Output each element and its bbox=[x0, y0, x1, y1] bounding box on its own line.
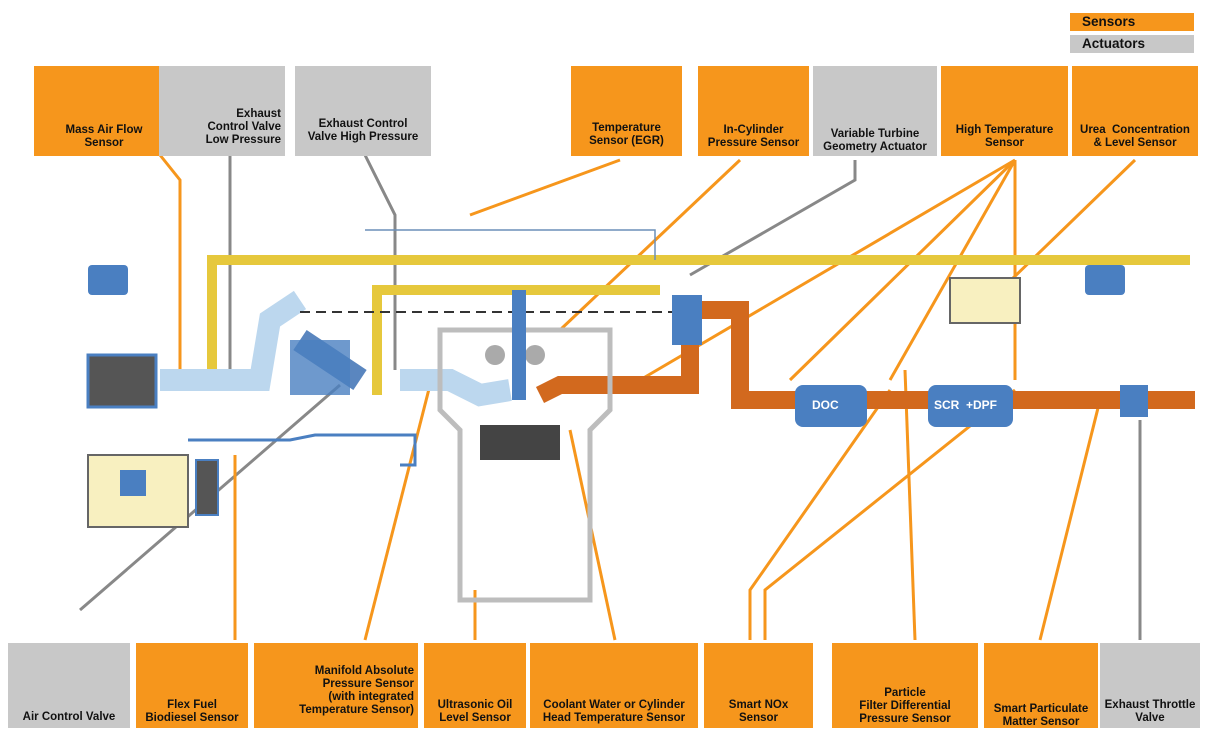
air-control-valve-box: Air Control Valve bbox=[8, 643, 130, 728]
temperature-sensor-egr-box: Temperature Sensor (EGR) bbox=[571, 66, 682, 156]
exhaust-control-valve-low-box: Exhaust Control Valve Low Pressure bbox=[159, 66, 285, 156]
air-control-label: Air Control Valve bbox=[22, 711, 116, 723]
exhaust-throttle-valve-box: Exhaust Throttle Valve bbox=[1100, 643, 1200, 728]
vtg-label: Variable Turbine Geometry Actuator bbox=[823, 128, 927, 153]
engine-block bbox=[437, 327, 613, 603]
dpf-diff-label: Particle Filter Differential Pressure Se… bbox=[859, 687, 951, 725]
exhaust-control-valve-high-box: Exhaust Control Valve High Pressure bbox=[295, 66, 431, 156]
mass-air-flow-sensor-box: Mass Air Flow Sensor bbox=[34, 66, 174, 156]
high-temperature-sensor-box: High Temperature Sensor bbox=[941, 66, 1068, 156]
ecu-icon-left bbox=[88, 265, 128, 295]
smart-nox-sensor-box: Smart NOx Sensor bbox=[704, 643, 813, 728]
exhaust-cv-high-label: Exhaust Control Valve High Pressure bbox=[307, 118, 419, 143]
map-label: Manifold Absolute Pressure Sensor (with … bbox=[299, 665, 414, 716]
doc-label: DOC bbox=[812, 398, 839, 412]
urea-sensor-box: Urea Concentration & Level Sensor bbox=[1072, 66, 1198, 156]
vtg-actuator-box: Variable Turbine Geometry Actuator bbox=[813, 66, 937, 156]
dpf-differential-sensor-box: Particle Filter Differential Pressure Se… bbox=[832, 643, 978, 728]
air-filter-icon bbox=[86, 353, 158, 409]
scr-dpf-label: SCR +DPF bbox=[934, 398, 998, 412]
temp-egr-label: Temperature Sensor (EGR) bbox=[589, 122, 664, 147]
urea-tank-icon bbox=[949, 277, 1021, 324]
legend-actuators: Actuators bbox=[1070, 35, 1194, 53]
oil-label: Ultrasonic Oil Level Sensor bbox=[437, 699, 513, 724]
doc-unit bbox=[795, 385, 867, 427]
legend-sensors: Sensors bbox=[1070, 13, 1194, 31]
flex-fuel-label: Flex Fuel Biodiesel Sensor bbox=[145, 699, 239, 724]
map-sensor-box: Manifold Absolute Pressure Sensor (with … bbox=[254, 643, 418, 728]
in-cylinder-pressure-sensor-box: In-Cylinder Pressure Sensor bbox=[698, 66, 809, 156]
high-temp-label: High Temperature Sensor bbox=[955, 124, 1054, 149]
urea-label: Urea Concentration & Level Sensor bbox=[1080, 124, 1190, 149]
nox-label: Smart NOx Sensor bbox=[728, 699, 789, 724]
ecu-icon-right bbox=[1085, 265, 1125, 295]
pm-label: Smart Particulate Matter Sensor bbox=[993, 703, 1089, 728]
flex-fuel-sensor-box: Flex Fuel Biodiesel Sensor bbox=[136, 643, 248, 728]
in-cylinder-label: In-Cylinder Pressure Sensor bbox=[707, 124, 800, 149]
exhaust-pipes bbox=[535, 301, 1195, 409]
exhaust-throttle-label: Exhaust Throttle Valve bbox=[1104, 699, 1196, 724]
smart-pm-sensor-box: Smart Particulate Matter Sensor bbox=[984, 643, 1098, 728]
scr-dpf-unit bbox=[928, 385, 1013, 427]
coolant-label: Coolant Water or Cylinder Head Temperatu… bbox=[542, 699, 686, 724]
exhaust-cv-low-label: Exhaust Control Valve Low Pressure bbox=[205, 108, 281, 146]
coolant-sensor-box: Coolant Water or Cylinder Head Temperatu… bbox=[530, 643, 698, 728]
oil-level-sensor-box: Ultrasonic Oil Level Sensor bbox=[424, 643, 526, 728]
mass-air-flow-label: Mass Air Flow Sensor bbox=[65, 124, 143, 149]
intake-pipes bbox=[160, 290, 512, 407]
egr-pipes bbox=[207, 255, 1190, 395]
piston-icon bbox=[480, 425, 560, 460]
